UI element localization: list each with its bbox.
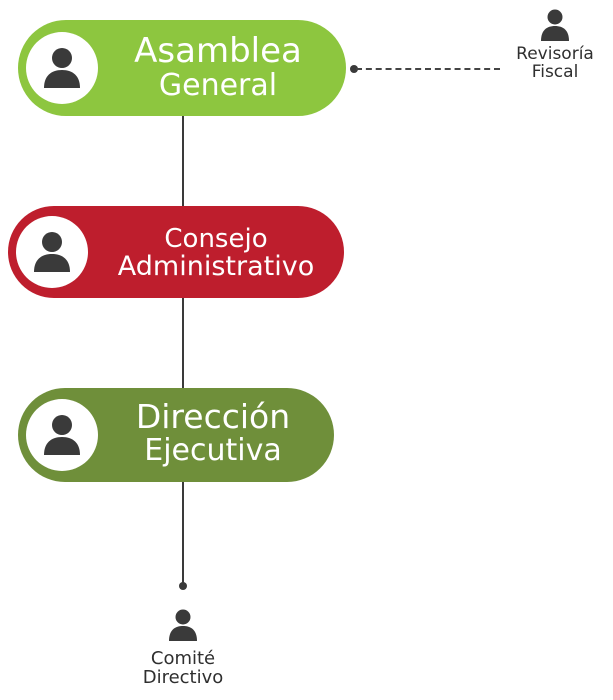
- node-subtitle: Administrativo: [117, 251, 315, 283]
- side-subtitle: Directivo: [142, 666, 224, 688]
- avatar: [16, 216, 88, 288]
- comite-directivo: Comité Directivo: [128, 606, 238, 700]
- dashed-connector: [356, 68, 500, 70]
- side-label: Revisoría Fiscal: [500, 44, 610, 82]
- person-icon: [44, 48, 80, 88]
- connector-dot: [350, 65, 358, 73]
- node-title: Dirección: [135, 397, 291, 436]
- side-title: Revisoría: [516, 44, 594, 64]
- person-icon: [34, 232, 70, 272]
- side-label: Comité Directivo: [128, 648, 238, 688]
- person-icon: [44, 415, 80, 455]
- node-asamblea-general: Asamblea General: [18, 20, 346, 116]
- person-icon: [541, 9, 569, 41]
- connector-line: [182, 112, 184, 218]
- node-consejo-administrativo: Consejo Administrativo: [8, 206, 344, 298]
- node-label: Asamblea General: [118, 31, 318, 103]
- node-subtitle: General: [158, 67, 278, 103]
- revisoria-fiscal: Revisoría Fiscal: [500, 6, 610, 96]
- node-title: Asamblea: [134, 31, 302, 71]
- node-title: Consejo: [164, 224, 268, 254]
- node-subtitle: Ejecutiva: [144, 432, 282, 468]
- connector-line: [182, 480, 184, 584]
- side-subtitle: Fiscal: [531, 61, 579, 82]
- node-direccion-ejecutiva: Dirección Ejecutiva: [18, 388, 334, 482]
- avatar: [26, 399, 98, 471]
- node-label: Dirección Ejecutiva: [118, 397, 308, 468]
- avatar: [26, 32, 98, 104]
- connector-line: [182, 296, 184, 392]
- node-label: Consejo Administrativo: [96, 224, 336, 283]
- connector-dot: [179, 582, 187, 590]
- side-title: Comité: [150, 648, 216, 669]
- person-icon: [169, 609, 197, 641]
